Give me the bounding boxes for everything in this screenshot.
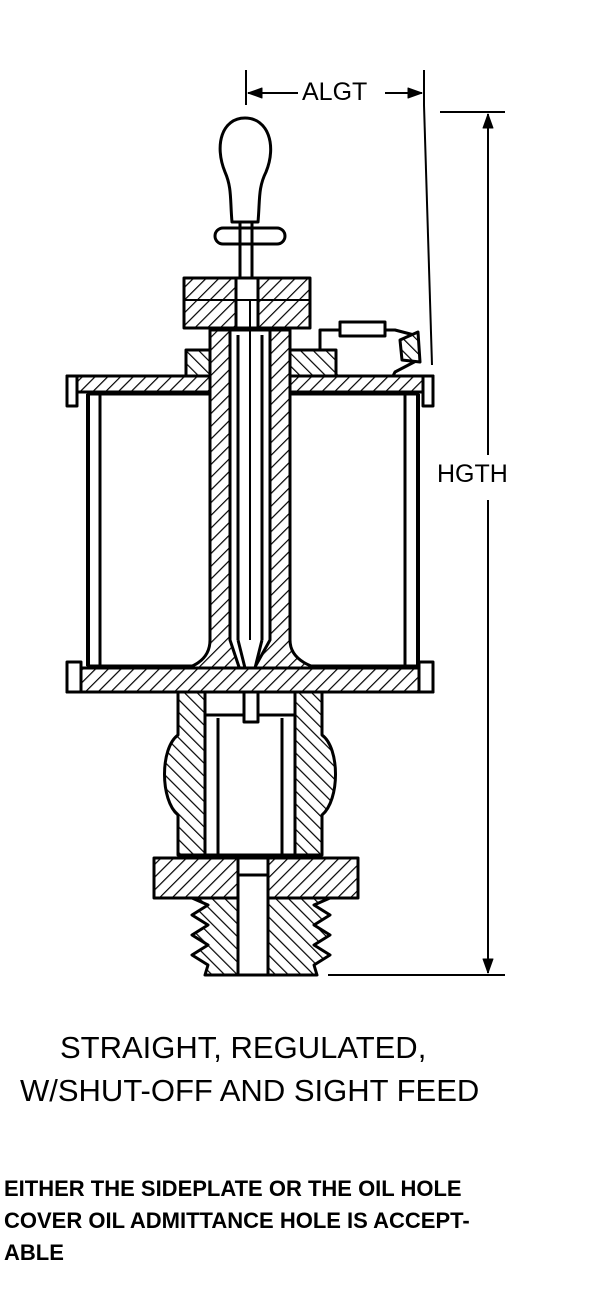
threaded-shank xyxy=(190,873,332,977)
hgth-dimension-line xyxy=(328,111,505,976)
note-line-3: ABLE xyxy=(4,1240,64,1265)
algt-dimension-line xyxy=(245,70,433,366)
cap-nut xyxy=(182,276,312,330)
bottom-plate xyxy=(65,660,435,694)
oiler-cross-section-drawing xyxy=(65,70,505,977)
acceptance-note: EITHER THE SIDEPLATE OR THE OIL HOLE COV… xyxy=(4,1173,600,1269)
caption-line-1: STRAIGHT, REGULATED, xyxy=(60,1030,427,1065)
shut-off-handle xyxy=(213,116,287,278)
hgth-dimension-label: HGTH xyxy=(437,460,508,488)
sight-feed-body xyxy=(163,690,337,868)
algt-dimension-label: ALGT xyxy=(300,78,370,106)
center-needle-tube xyxy=(173,300,332,690)
caption-line-2: W/SHUT-OFF AND SIGHT FEED xyxy=(20,1073,480,1108)
note-line-2: COVER OIL ADMITTANCE HOLE IS ACCEPT- xyxy=(4,1208,470,1233)
note-line-1: EITHER THE SIDEPLATE OR THE OIL HOLE xyxy=(4,1176,462,1201)
